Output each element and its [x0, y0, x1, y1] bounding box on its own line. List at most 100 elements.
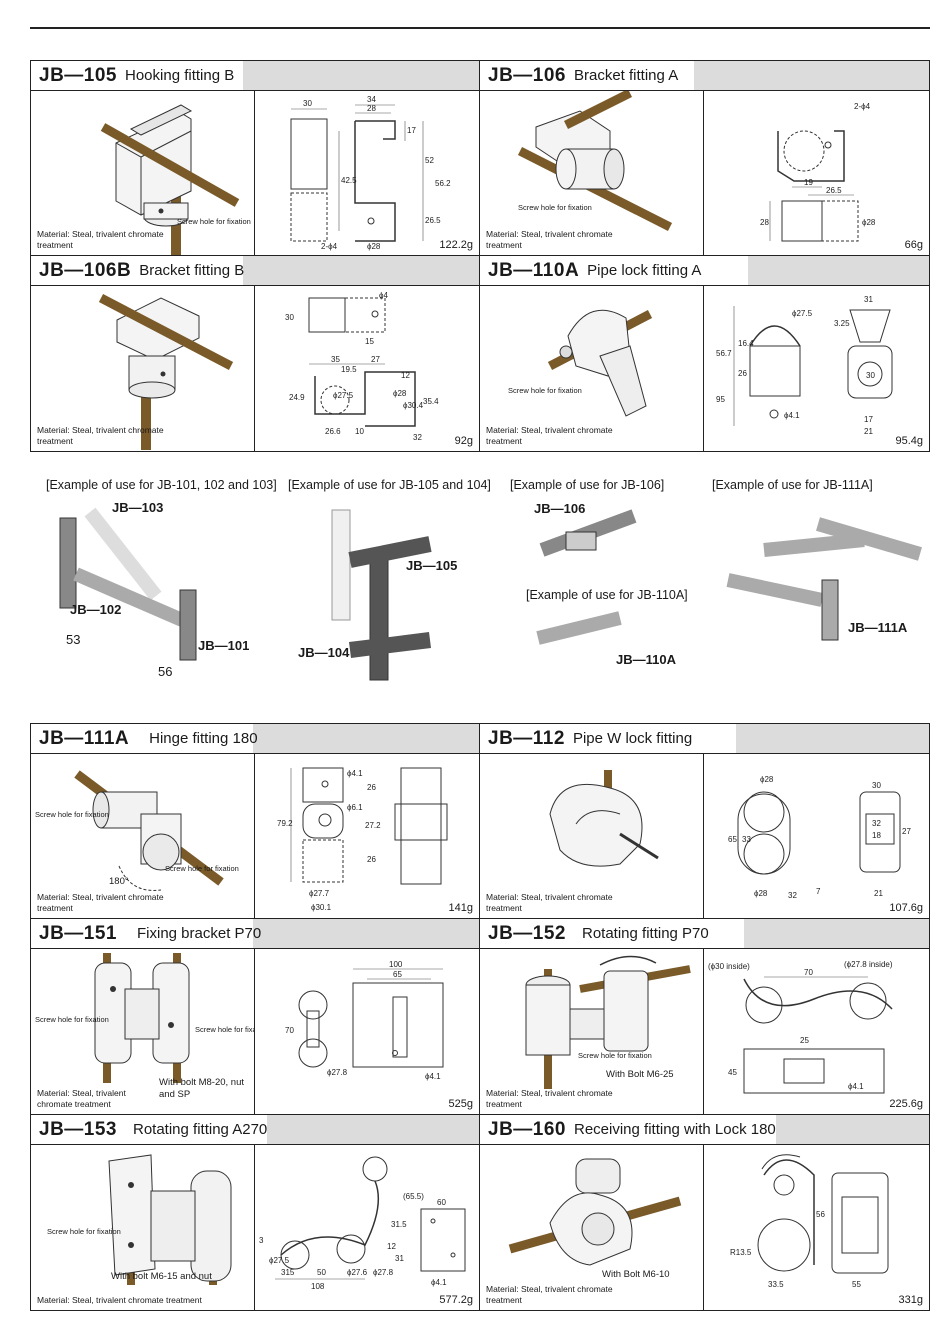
example-caption: [Example of use for JB-105 and 104] — [288, 478, 491, 492]
product-jb-112: JB—112 Pipe W lock fitting Material: Ste… — [480, 724, 929, 918]
svg-text:ϕ4: ϕ4 — [379, 291, 388, 300]
svg-text:18: 18 — [872, 831, 881, 840]
svg-text:30: 30 — [285, 313, 294, 322]
example-illustrations — [59, 507, 922, 681]
technical-drawing: R13.5 56 33.5 55 331g — [704, 1145, 929, 1310]
product-code: JB—106 — [488, 64, 566, 86]
product-name: Pipe W lock fitting — [572, 730, 693, 747]
screw-hole-note: Screw hole for fixation — [165, 864, 239, 873]
product-jb-106b: JB—106B Bracket fitting B Material: Stea… — [31, 256, 480, 451]
product-code: JB—112 — [488, 727, 565, 749]
svg-text:ϕ27.7: ϕ27.7 — [309, 889, 330, 898]
product-name: Pipe lock fitting A — [587, 262, 702, 279]
example-caption: [Example of use for JB-106] — [510, 478, 665, 492]
technical-drawing: (ϕ30 inside) 70 (ϕ27.8 inside) 25 45 ϕ4.… — [704, 949, 929, 1114]
product-illustration: Material: Steal, trivalent chromate trea… — [31, 286, 255, 451]
weight: 66g — [904, 239, 923, 251]
svg-text:30: 30 — [866, 371, 875, 380]
technical-drawing: ϕ4.1 26 79.2 ϕ6.1 27.2 26 ϕ27.7 ϕ30.1 14… — [255, 754, 479, 918]
svg-text:19: 19 — [804, 178, 813, 187]
svg-text:ϕ4.1: ϕ4.1 — [848, 1082, 864, 1091]
material-note: Material: Steal, trivalent chromate trea… — [37, 1295, 202, 1305]
svg-text:(65.5): (65.5) — [403, 1192, 424, 1201]
svg-text:28: 28 — [760, 218, 769, 227]
screw-hole-note: Screw hole for fixation — [47, 1227, 121, 1236]
technical-drawing: 31 ϕ27.5 3.25 56.7 16.4 26 30 95 ϕ4.1 17… — [704, 286, 929, 451]
svg-text:70: 70 — [804, 968, 813, 977]
svg-text:25: 25 — [800, 1036, 809, 1045]
product-jb-105: JB—105 Hooking fitting B — [31, 61, 480, 255]
title-label: JB—106 Bracket fitting A — [480, 61, 694, 90]
title-label: JB—110A Pipe lock fitting A — [480, 256, 748, 285]
title-label: JB—152 Rotating fitting P70 — [480, 919, 744, 948]
svg-text:3.25: 3.25 — [834, 319, 850, 328]
technical-drawing: 2-ϕ4 19 26.5 28 ϕ28 66g — [704, 91, 929, 255]
svg-text:ϕ27.5: ϕ27.5 — [269, 1256, 290, 1265]
svg-text:33.5: 33.5 — [768, 1280, 784, 1289]
title-bar: JB—152 Rotating fitting P70 — [480, 919, 929, 949]
svg-text:2-ϕ4: 2-ϕ4 — [854, 102, 871, 111]
svg-text:17: 17 — [407, 126, 416, 135]
title-bar: JB—106 Bracket fitting A — [480, 61, 929, 91]
catalog-section-1: JB—105 Hooking fitting B — [30, 60, 930, 452]
svg-text:17: 17 — [864, 415, 873, 424]
title-bar: JB—106B Bracket fitting B — [31, 256, 479, 286]
svg-text:7: 7 — [816, 887, 821, 896]
svg-text:ϕ6.1: ϕ6.1 — [347, 803, 363, 812]
title-label: JB—160 Receiving fitting with Lock 180 — [480, 1115, 776, 1144]
example-caption: [Example of use for JB-110A] — [526, 588, 688, 602]
title-label: JB—112 Pipe W lock fitting — [480, 724, 736, 753]
svg-text:ϕ28: ϕ28 — [862, 218, 876, 227]
example-label: JB—106 — [534, 501, 586, 516]
svg-text:ϕ4.1: ϕ4.1 — [425, 1072, 441, 1081]
title-bar: JB—151 Fixing bracket P70 — [31, 919, 479, 949]
technical-drawing: 60 (65.5) 31.5 12 31 3 ϕ27.5 315 50 ϕ27.… — [255, 1145, 479, 1310]
product-jb-152: JB—152 Rotating fitting P70 Screw h — [480, 919, 929, 1114]
technical-drawing: 100 65 70 ϕ27.8 ϕ4.1 525g — [255, 949, 479, 1114]
svg-text:ϕ4.1: ϕ4.1 — [784, 411, 800, 420]
product-name: Rotating fitting P70 — [582, 925, 709, 942]
example-label: JB—104 — [298, 645, 350, 660]
product-name: Bracket fitting B — [139, 262, 245, 279]
svg-text:28: 28 — [367, 104, 376, 113]
product-jb-110a: JB—110A Pipe lock fitting A Screw hole f… — [480, 256, 929, 451]
svg-text:(ϕ27.8 inside): (ϕ27.8 inside) — [844, 960, 893, 969]
svg-text:32: 32 — [788, 891, 797, 900]
svg-text:100: 100 — [389, 960, 403, 969]
weight: 225.6g — [889, 1098, 923, 1110]
svg-text:26.5: 26.5 — [826, 186, 842, 195]
catalog-section-2: JB—111A Hinge fitting 180 Screw hole for… — [30, 723, 930, 1311]
svg-text:ϕ28: ϕ28 — [760, 775, 774, 784]
svg-text:ϕ28: ϕ28 — [754, 889, 768, 898]
weight: 141g — [448, 902, 473, 914]
material-note: Material: Steal, trivalent chromate trea… — [486, 425, 613, 446]
product-code: JB—105 — [39, 64, 117, 86]
product-illustration: Screw hole for fixation Screw hole for f… — [31, 949, 255, 1114]
material-note: Material: Steal, trivalent chromate trea… — [486, 892, 613, 913]
product-code: JB—151 — [39, 922, 117, 944]
product-jb-111a: JB—111A Hinge fitting 180 Screw hole for… — [31, 724, 480, 918]
catalog-row-2: JB—106B Bracket fitting B Material: Stea… — [31, 256, 929, 451]
svg-text:30: 30 — [303, 99, 312, 108]
material-note: Material: Steal, trivalent chromate trea… — [37, 1088, 126, 1109]
weight: 331g — [898, 1294, 923, 1306]
svg-text:3: 3 — [259, 1236, 264, 1245]
svg-text:ϕ28: ϕ28 — [393, 389, 407, 398]
rotation-angle: 180° — [109, 876, 129, 887]
technical-drawing: ϕ28 30 65 33 32 18 27 ϕ28 32 7 21 107.6g — [704, 754, 929, 918]
example-label: JB—101 — [198, 638, 250, 653]
product-code: JB—160 — [488, 1118, 566, 1140]
product-code: JB—153 — [39, 1118, 117, 1140]
svg-text:26.5: 26.5 — [425, 216, 441, 225]
svg-text:19.5: 19.5 — [341, 365, 357, 374]
top-rule — [30, 27, 930, 29]
weight: 525g — [448, 1098, 473, 1110]
svg-text:10: 10 — [355, 427, 364, 436]
svg-text:31.5: 31.5 — [391, 1220, 407, 1229]
svg-text:ϕ30.1: ϕ30.1 — [311, 903, 332, 912]
screw-hole-note: Screw hole for fixation — [508, 386, 582, 395]
example-label: JB—103 — [112, 500, 164, 515]
svg-text:15: 15 — [365, 337, 374, 346]
svg-text:32: 32 — [413, 433, 422, 442]
svg-text:30: 30 — [872, 781, 881, 790]
